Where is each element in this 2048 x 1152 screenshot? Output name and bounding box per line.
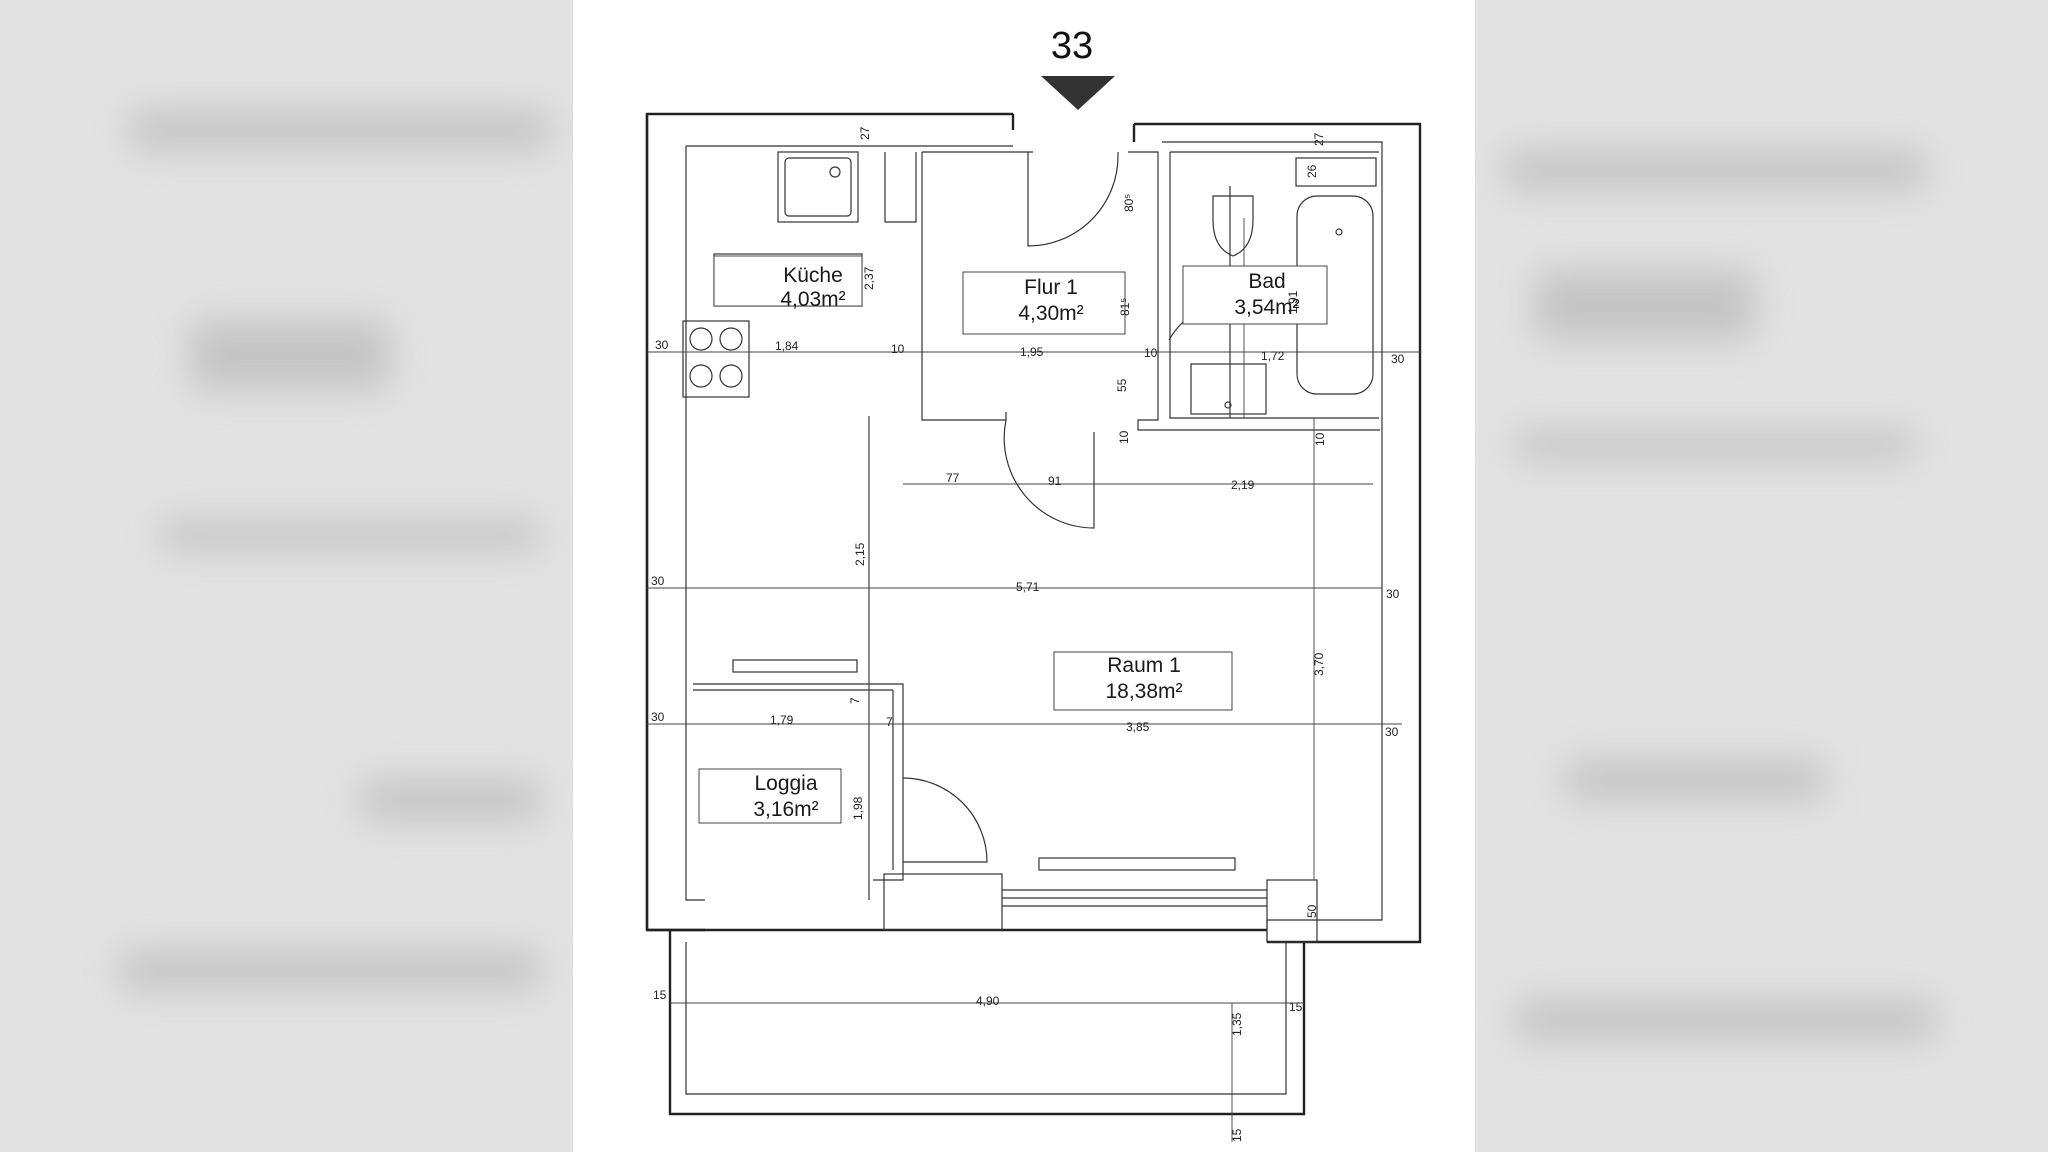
room-kueche: Küche 4,03m² xyxy=(713,255,863,311)
room-loggia: Loggia 3,16m² xyxy=(698,768,842,824)
dimension-label: 7 xyxy=(848,697,862,704)
dimension-label: 30 xyxy=(1386,587,1400,601)
dimension-label: 81⁵ xyxy=(1118,298,1132,316)
dimension-label: 26 xyxy=(1305,164,1319,178)
floor-plan: 33 xyxy=(645,25,1422,1142)
dimension-label: 1,84 xyxy=(775,339,799,353)
dimension-label: 1,98 xyxy=(851,796,865,820)
dimension-labels: 27 27 26 2,37 80⁵ 81⁵ 1,91 30 1,84 10 1,… xyxy=(651,126,1405,1142)
dimension-label: 5,71 xyxy=(1016,580,1040,594)
left-blurred-background xyxy=(0,0,573,1152)
room-raum: Raum 1 18,38m² xyxy=(1053,651,1233,711)
entrance-arrow-icon xyxy=(1041,76,1115,110)
room-area: 4,30m² xyxy=(1018,302,1083,325)
room-area: 18,38m² xyxy=(1105,680,1182,703)
dimension-label: 15 xyxy=(653,988,667,1002)
room-name: Raum 1 xyxy=(1107,654,1181,677)
dimension-label: 50 xyxy=(1305,904,1319,918)
dimension-label: 2,15 xyxy=(853,542,867,566)
dimension-label: 2,37 xyxy=(862,266,876,290)
dimension-label: 30 xyxy=(651,574,665,588)
dimension-label: 27 xyxy=(858,126,872,140)
room-bad: Bad 3,54m² xyxy=(1182,265,1328,325)
dimension-label: 10 xyxy=(1313,432,1327,446)
right-blurred-background xyxy=(1475,0,2048,1152)
dimension-label: 4,90 xyxy=(976,994,1000,1008)
dimension-label: 1,35 xyxy=(1230,1012,1244,1036)
dimension-lines xyxy=(647,218,1420,1142)
dimension-label: 1,79 xyxy=(770,713,794,727)
dimension-label: 2,19 xyxy=(1231,478,1255,492)
dimension-label: 3,70 xyxy=(1312,652,1326,676)
room-area: 3,16m² xyxy=(753,798,818,821)
windows xyxy=(732,659,1318,943)
room-name: Bad xyxy=(1248,270,1285,293)
dimension-label: 15 xyxy=(1230,1128,1244,1142)
dimension-label: 77 xyxy=(946,471,960,485)
unit-number: 33 xyxy=(1051,25,1093,67)
dimension-label: 15 xyxy=(1289,1000,1303,1014)
doors xyxy=(902,152,1239,863)
dimension-label: 30 xyxy=(655,338,669,352)
room-name: Flur 1 xyxy=(1024,276,1078,299)
dimension-label: 80⁵ xyxy=(1122,194,1136,212)
room-name: Küche xyxy=(783,264,843,287)
dimension-label: 7 xyxy=(886,715,893,729)
dimension-label: 30 xyxy=(1391,352,1405,366)
room-area: 3,54m² xyxy=(1234,296,1299,319)
balcony xyxy=(668,930,1306,1116)
dimension-label: 27 xyxy=(1312,132,1326,146)
dimension-label: 3,85 xyxy=(1126,720,1150,734)
room-name: Loggia xyxy=(754,772,817,795)
room-area: 4,03m² xyxy=(780,288,845,311)
dimension-label: 30 xyxy=(1385,725,1399,739)
dimension-label: 55 xyxy=(1115,378,1129,392)
dimension-label: 30 xyxy=(651,710,665,724)
dimension-label: 1,72 xyxy=(1261,349,1285,363)
dimension-label: 10 xyxy=(1144,346,1158,360)
room-flur: Flur 1 4,30m² xyxy=(962,271,1126,335)
dimension-label: 91 xyxy=(1048,474,1062,488)
dimension-label: 10 xyxy=(1117,430,1131,444)
dimension-label: 1,91 xyxy=(1286,290,1300,314)
dimension-label: 1,95 xyxy=(1020,345,1044,359)
floor-plan-sheet: 33 xyxy=(573,0,1475,1152)
dimension-label: 10 xyxy=(891,342,905,356)
